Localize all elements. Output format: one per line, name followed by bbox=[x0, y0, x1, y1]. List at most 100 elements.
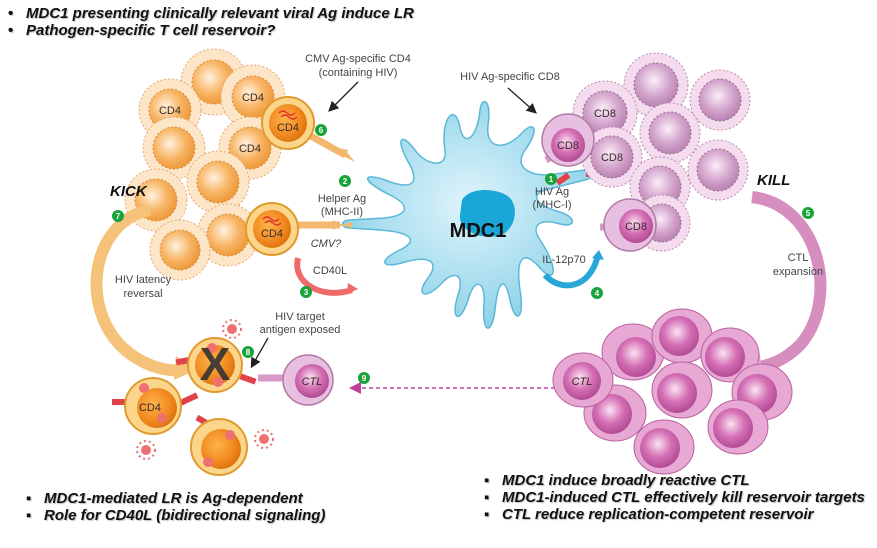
step-number: 6 bbox=[319, 126, 324, 135]
step-badge-2: 2 bbox=[339, 175, 351, 187]
ctl-cell bbox=[700, 327, 760, 383]
cd8-cell bbox=[689, 69, 751, 131]
step-badge-9: 9 bbox=[358, 372, 370, 384]
top-bullet-list: MDC1 presenting clinically relevant vira… bbox=[4, 5, 414, 39]
mdc1-cell: MDC1 bbox=[340, 100, 600, 329]
bullet-item: CTL reduce replication-competent reservo… bbox=[480, 506, 865, 523]
ctl-cell bbox=[651, 361, 713, 419]
il12-arrowhead bbox=[592, 250, 604, 260]
bottom-left-bullet-list: MDC1-mediated LR is Ag-dependent Role fo… bbox=[22, 490, 325, 524]
ctl-cell bbox=[633, 419, 695, 475]
cmv-question-label: CMV? bbox=[311, 238, 342, 250]
ctl-label: CTL bbox=[302, 376, 323, 388]
kick-label: KICK bbox=[110, 183, 148, 200]
helper-ag-label: Helper Ag bbox=[318, 193, 366, 205]
ctl-cell bbox=[651, 308, 713, 364]
il12-arrow bbox=[542, 254, 601, 289]
bullet-item: MDC1-induced CTL effectively kill reserv… bbox=[480, 489, 865, 506]
hiv-virion-icon bbox=[136, 440, 156, 460]
infected-cd4-cluster: X CD4 bbox=[112, 319, 274, 476]
cd40l-arrowhead bbox=[347, 283, 358, 294]
hiv-cd8-label: HIV Ag-specific CD8 bbox=[460, 71, 560, 83]
cd8-cell bbox=[623, 52, 689, 118]
kill-arrow bbox=[750, 191, 827, 374]
killed-cd4-cell: X bbox=[175, 337, 257, 393]
ctl-label: CTL bbox=[572, 376, 593, 388]
ctl-cell bbox=[707, 399, 769, 455]
step-badge-3: 3 bbox=[300, 286, 312, 298]
ctl-cell bbox=[601, 323, 665, 381]
step-number: 3 bbox=[304, 288, 309, 297]
step-number: 8 bbox=[246, 348, 251, 357]
cd4-label: CD4 bbox=[242, 92, 264, 104]
ctl-cell-leading: CTL bbox=[552, 352, 614, 408]
ctl-expansion-label-sub: expansion bbox=[773, 266, 823, 278]
bullet-item: Pathogen-specific T cell reservoir? bbox=[4, 22, 414, 39]
hiv-cd8-cell-upper: CD8 bbox=[541, 113, 595, 167]
step-number: 2 bbox=[343, 177, 348, 186]
cd8-label: CD8 bbox=[557, 140, 579, 152]
cd4-cell bbox=[186, 150, 250, 214]
cd4-cell bbox=[142, 116, 206, 180]
step-number: 1 bbox=[549, 175, 554, 184]
step-badge-1: 1 bbox=[545, 173, 557, 185]
target-antigen-label: HIV target bbox=[275, 311, 325, 323]
mhc-i-receptor bbox=[555, 172, 571, 186]
ctl-cluster: CTL bbox=[552, 308, 793, 475]
pointer-arrow bbox=[328, 81, 359, 112]
bullet-item: MDC1-mediated LR is Ag-dependent bbox=[22, 490, 325, 507]
step-badge-7: 7 bbox=[112, 210, 124, 222]
cd4-label: CD4 bbox=[277, 122, 299, 134]
kick-arrow bbox=[90, 204, 183, 377]
ctl-cell-attacking: CTL bbox=[258, 354, 334, 406]
step-number: 5 bbox=[806, 209, 811, 218]
mhc-ii-receptor bbox=[340, 222, 352, 228]
cd8-cell: CD8 bbox=[581, 126, 643, 188]
bullet-item: MDC1 induce broadly reactive CTL bbox=[480, 472, 865, 489]
hiv-cd8-cell-lower: CD8 bbox=[600, 198, 657, 252]
latency-label-sub: reversal bbox=[123, 288, 162, 300]
bottom-right-bullet-list: MDC1 induce broadly reactive CTL MDC1-in… bbox=[480, 472, 865, 523]
infected-cd4-cell: CD4 bbox=[112, 377, 199, 435]
cd4-cluster: CD4 CD4 CD4 bbox=[124, 48, 286, 281]
hiv-ag-label: HIV Ag bbox=[535, 186, 569, 198]
cmv-cd4-cell-upper: CD4 bbox=[261, 96, 348, 159]
cd4-label: CD4 bbox=[239, 143, 261, 155]
ctl-expansion-label: CTL bbox=[788, 252, 809, 264]
cd8-label: CD8 bbox=[625, 221, 647, 233]
step-number: 9 bbox=[362, 374, 367, 383]
cd8-cell bbox=[687, 139, 749, 201]
step-number: 7 bbox=[116, 212, 121, 221]
cd40l-label: CD40L bbox=[313, 265, 347, 277]
step-badge-4: 4 bbox=[591, 287, 603, 299]
pointer-arrow bbox=[250, 337, 269, 369]
helper-ag-label-sub: (MHC-II) bbox=[321, 206, 363, 218]
latency-label: HIV latency bbox=[115, 274, 172, 286]
cd8-label: CD8 bbox=[601, 152, 623, 164]
bullet-item: MDC1 presenting clinically relevant vira… bbox=[4, 5, 414, 22]
hiv-genome-icon bbox=[278, 110, 298, 120]
cd4-label: CD4 bbox=[139, 402, 161, 414]
cd8-cluster: CD8 CD8 bbox=[572, 52, 751, 252]
hiv-virion-icon bbox=[222, 319, 242, 339]
x-mark-icon: X bbox=[200, 338, 231, 390]
target-antigen-label-sub: antigen exposed bbox=[260, 324, 341, 336]
il12-label: IL-12p70 bbox=[542, 254, 585, 266]
step-badge-6: 6 bbox=[315, 124, 327, 136]
bullet-item: Role for CD40L (bidirectional signaling) bbox=[22, 507, 325, 524]
hiv-ag-label-sub: (MHC-I) bbox=[532, 199, 571, 211]
cd8-cell bbox=[639, 102, 701, 164]
step-badge-5: 5 bbox=[802, 207, 814, 219]
cd4-label: CD4 bbox=[159, 105, 181, 117]
hiv-genome-icon bbox=[262, 216, 282, 226]
cd40l-arrow bbox=[294, 257, 353, 296]
mdc1-label: MDC1 bbox=[450, 220, 507, 242]
cmv-cd4-label: CMV Ag-specific CD4 bbox=[305, 53, 411, 65]
infected-cd4-cell bbox=[190, 414, 248, 476]
pointer-arrow bbox=[507, 87, 537, 114]
step-badge-8: 8 bbox=[242, 346, 254, 358]
cmv-cd4-cell-lower: CD4 bbox=[245, 202, 343, 256]
step-number: 4 bbox=[595, 289, 600, 298]
mhc-ii-receptor bbox=[343, 152, 355, 162]
